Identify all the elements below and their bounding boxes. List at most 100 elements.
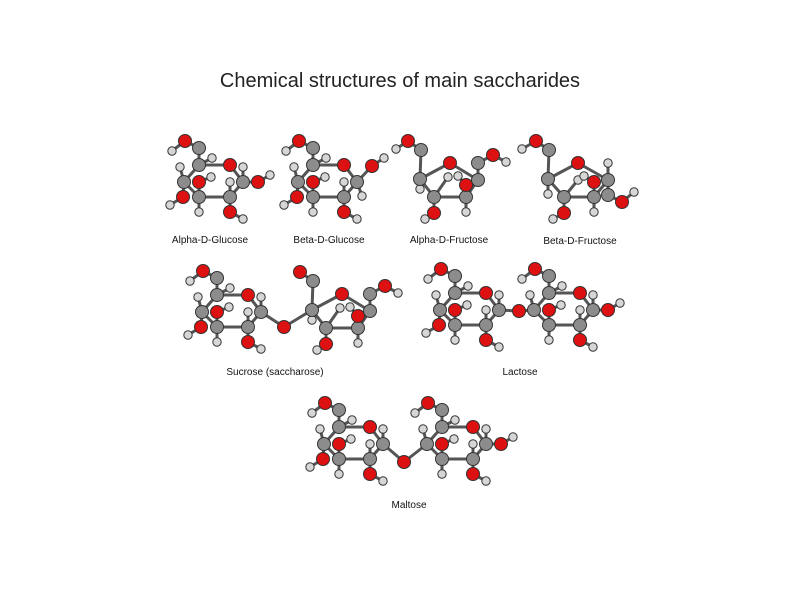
hydrogen-atom — [461, 207, 471, 217]
carbon-atom — [306, 141, 320, 155]
hydrogen-atom — [167, 146, 177, 156]
hydrogen-atom — [225, 177, 235, 187]
hydrogen-atom — [481, 476, 491, 486]
hydrogen-atom — [265, 170, 275, 180]
hydrogen-atom — [339, 177, 349, 187]
label-beta-d-fructose: Beta-D-Fructose — [543, 236, 617, 247]
carbon-atom — [223, 190, 237, 204]
hydrogen-atom — [420, 214, 430, 224]
carbon-atom — [332, 452, 346, 466]
oxygen-atom — [401, 134, 415, 148]
hydrogen-atom — [575, 305, 585, 315]
carbon-atom — [241, 320, 255, 334]
molecule-beta-d-fructose — [517, 134, 639, 224]
carbon-atom — [291, 175, 305, 189]
carbon-atom — [587, 190, 601, 204]
hydrogen-atom — [463, 281, 473, 291]
oxygen-atom — [363, 467, 377, 481]
carbon-atom — [427, 190, 441, 204]
oxygen-atom — [434, 262, 448, 276]
carbon-atom — [527, 303, 541, 317]
carbon-atom — [420, 437, 434, 451]
carbon-atom — [448, 269, 462, 283]
hydrogen-atom — [256, 344, 266, 354]
carbon-atom — [363, 287, 377, 301]
hydrogen-atom — [450, 415, 460, 425]
hydrogen-atom — [410, 408, 420, 418]
hydrogen-atom — [418, 424, 428, 434]
hydrogen-atom — [494, 290, 504, 300]
oxygen-atom — [363, 420, 377, 434]
carbon-atom — [350, 175, 364, 189]
oxygen-atom — [448, 303, 462, 317]
carbon-atom — [448, 286, 462, 300]
hydrogen-atom — [307, 408, 317, 418]
oxygen-atom — [210, 305, 224, 319]
hydrogen-atom — [194, 207, 204, 217]
carbon-atom — [471, 173, 485, 187]
hydrogen-atom — [453, 171, 463, 181]
oxygen-atom — [293, 265, 307, 279]
carbon-atom — [192, 158, 206, 172]
hydrogen-atom — [281, 146, 291, 156]
carbon-atom — [192, 141, 206, 155]
oxygen-atom — [241, 288, 255, 302]
carbon-atom — [471, 156, 485, 170]
hydrogen-atom — [175, 162, 185, 172]
oxygen-atom — [337, 205, 351, 219]
hydrogen-atom — [335, 303, 345, 313]
oxygen-atom — [332, 437, 346, 451]
oxygen-atom — [587, 175, 601, 189]
carbon-atom — [414, 143, 428, 157]
label-lactose: Lactose — [502, 367, 538, 378]
carbon-atom — [254, 305, 268, 319]
hydrogen-atom — [183, 330, 193, 340]
carbon-atom — [601, 188, 615, 202]
carbon-atom — [557, 190, 571, 204]
hydrogen-atom — [501, 157, 511, 167]
label-sucrose: Sucrose (saccharose) — [226, 367, 324, 378]
carbon-atom — [435, 403, 449, 417]
hydrogen-atom — [548, 214, 558, 224]
hydrogen-atom — [468, 439, 478, 449]
oxygen-atom — [443, 156, 457, 170]
oxygen-atom — [223, 158, 237, 172]
hydrogen-atom — [238, 214, 248, 224]
hydrogen-atom — [315, 424, 325, 434]
hydrogen-atom — [357, 191, 367, 201]
carbon-atom — [542, 143, 556, 157]
oxygen-atom — [486, 148, 500, 162]
hydrogen-atom — [543, 189, 553, 199]
oxygen-atom — [251, 175, 265, 189]
oxygen-atom — [432, 318, 446, 332]
carbon-atom — [492, 303, 506, 317]
hydrogen-atom — [393, 288, 403, 298]
oxygen-atom — [178, 134, 192, 148]
oxygen-atom — [397, 455, 411, 469]
hydrogen-atom — [307, 315, 317, 325]
hydrogen-atom — [238, 162, 248, 172]
oxygen-atom — [194, 320, 208, 334]
molecule-beta-d-glucose — [279, 134, 389, 224]
oxygen-atom — [528, 262, 542, 276]
oxygen-atom — [319, 337, 333, 351]
carbon-atom — [210, 288, 224, 302]
oxygen-atom — [435, 437, 449, 451]
oxygen-atom — [573, 286, 587, 300]
oxygen-atom — [351, 309, 365, 323]
hydrogen-atom — [603, 158, 613, 168]
oxygen-atom — [241, 335, 255, 349]
carbon-atom — [305, 303, 319, 317]
page-title: Chemical structures of main saccharides — [219, 70, 581, 92]
carbon-atom — [192, 190, 206, 204]
hydrogen-atom — [334, 469, 344, 479]
molecule-alpha-d-glucose — [165, 134, 275, 224]
carbon-atom — [210, 271, 224, 285]
oxygen-atom — [196, 264, 210, 278]
carbon-atom — [319, 321, 333, 335]
hydrogen-atom — [289, 162, 299, 172]
carbon-atom — [573, 318, 587, 332]
carbon-atom — [586, 303, 600, 317]
oxygen-atom — [421, 396, 435, 410]
carbon-atom — [317, 437, 331, 451]
